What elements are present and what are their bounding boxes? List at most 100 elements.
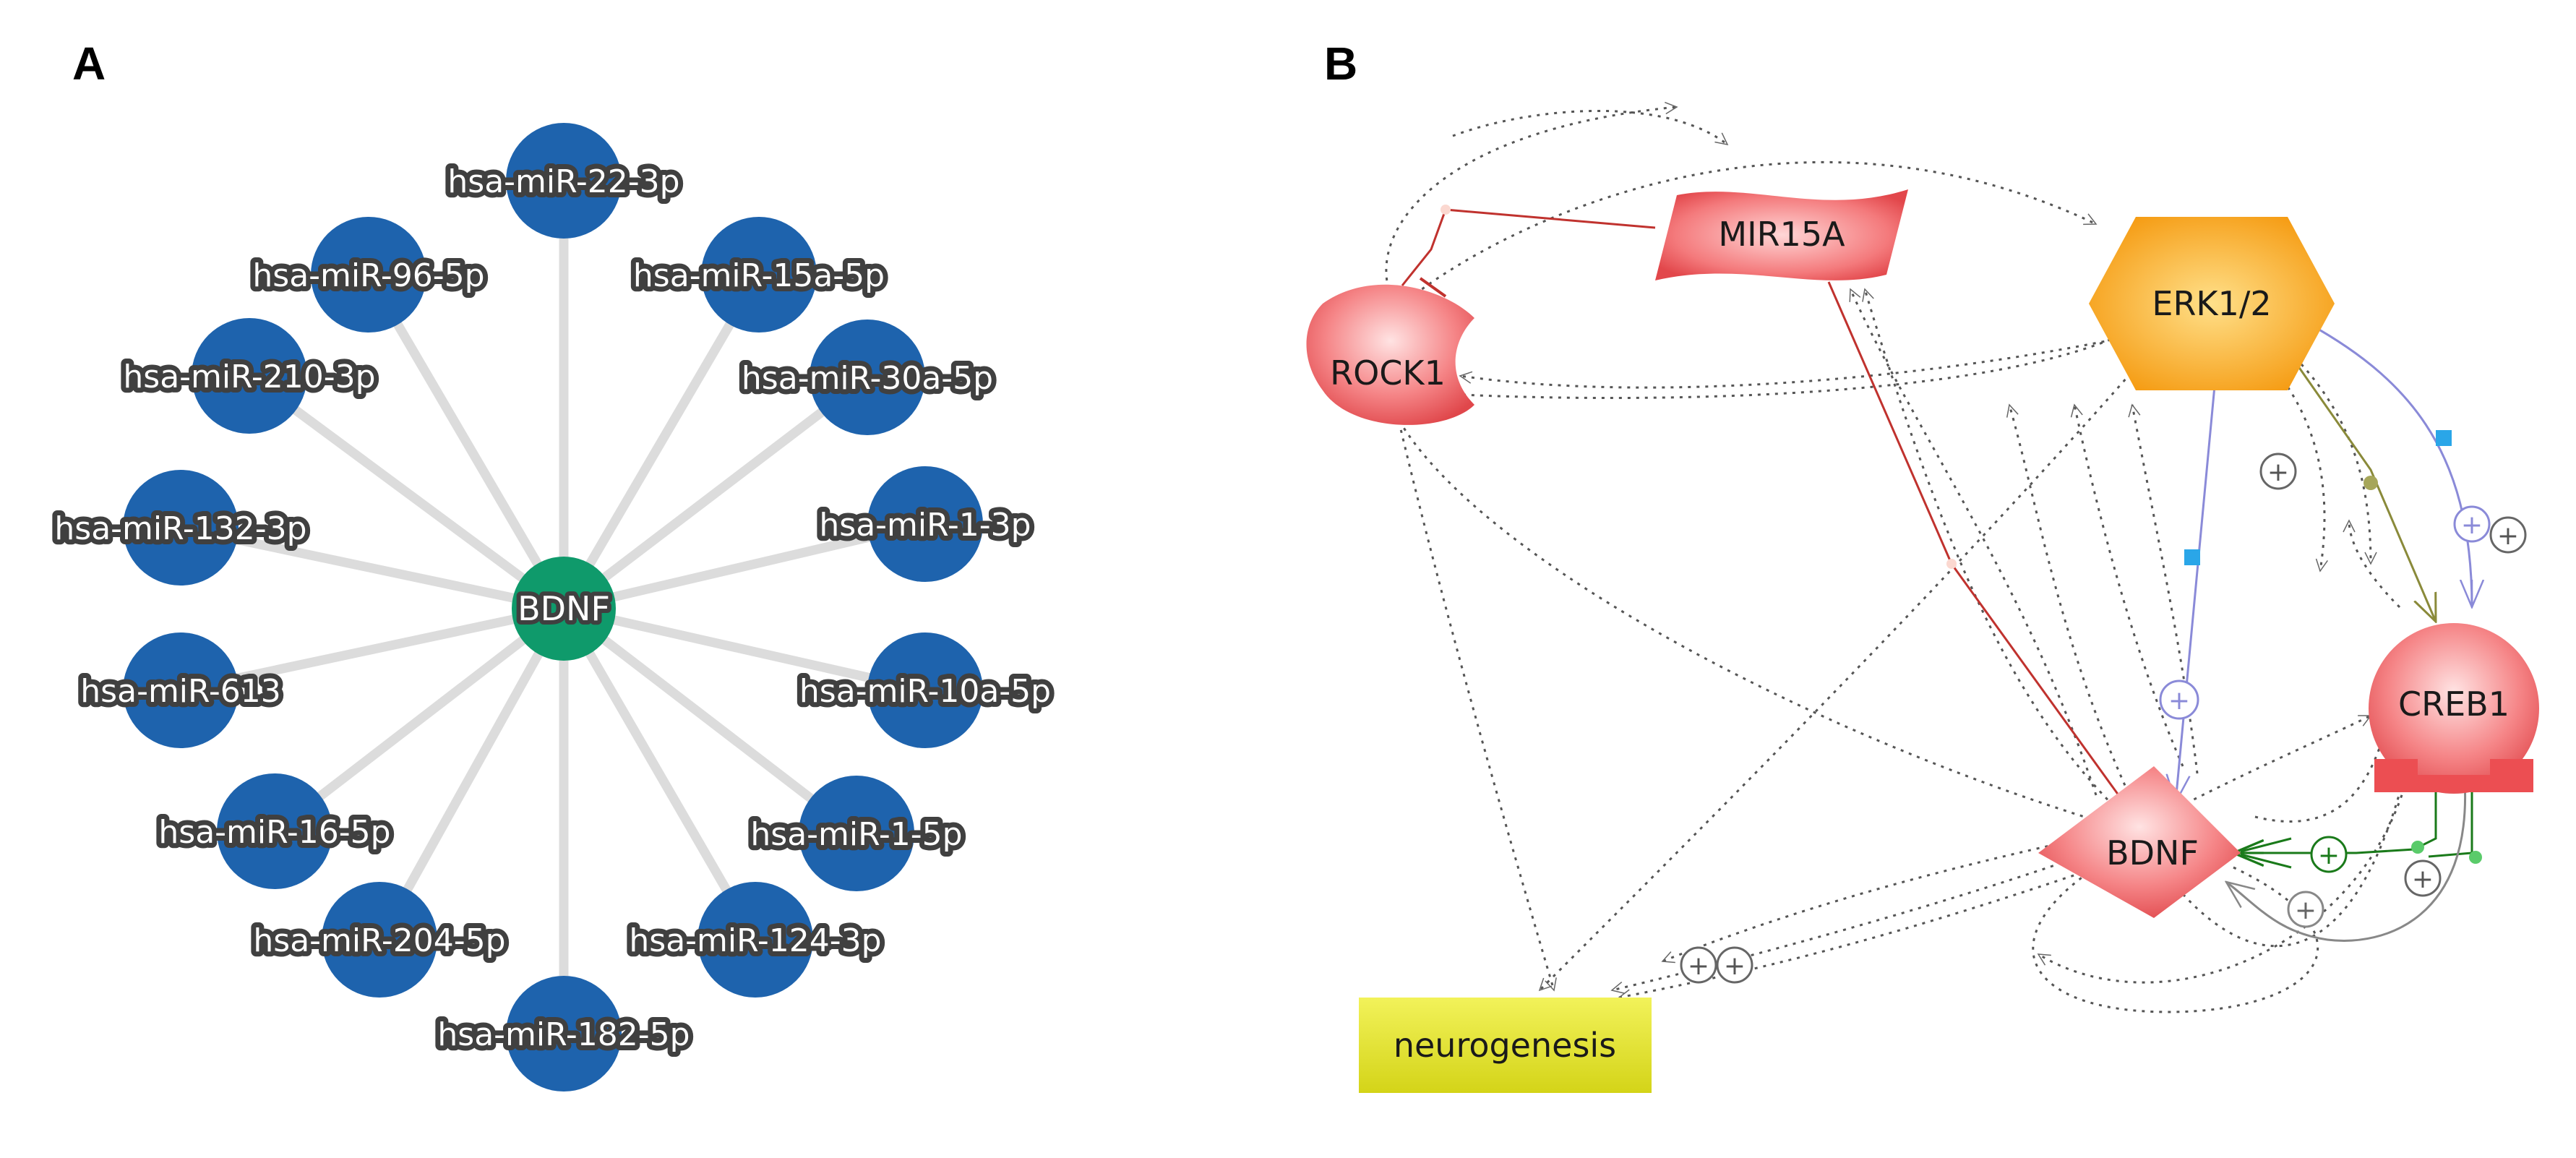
- plus-circle-grey: [1716, 946, 1753, 984]
- edge-dotted: [1849, 288, 2098, 796]
- mirna-label: hsa-miR-124-3p: [629, 922, 881, 959]
- edge-dotted: [2128, 403, 2199, 774]
- mirna-label: hsa-miR-132-3p: [54, 510, 306, 547]
- mirna-edge: [179, 604, 565, 695]
- mirna-node: [192, 318, 307, 434]
- mirna-edge: [375, 606, 568, 943]
- edge-dotted: [1394, 404, 1557, 992]
- plus-circle-grey: [2489, 516, 2527, 554]
- edge-anchor: [2469, 851, 2482, 864]
- edge-dotted: [1661, 837, 2082, 964]
- plus-symbol: +: [1724, 951, 1746, 981]
- mirna-node: [799, 776, 914, 891]
- dotted-edges: [1385, 101, 2416, 1013]
- mirna-edge: [562, 519, 927, 614]
- edge-dotted: [2006, 403, 2141, 818]
- creb1-base-mid: [2418, 775, 2490, 792]
- plus-circle-grey: [2287, 891, 2324, 928]
- mirna-edge: [561, 604, 859, 838]
- edge-marker-square: [2436, 430, 2452, 446]
- mirna-node: [867, 632, 983, 748]
- plus-circle-blue: [2453, 505, 2491, 543]
- neurogenesis-label: neurogenesis: [1394, 1026, 1616, 1065]
- erk-label: ERK1/2: [2152, 284, 2271, 323]
- mirna-label: hsa-miR-10a-5p: [799, 673, 1051, 710]
- mirna-node: [123, 632, 239, 748]
- edge-dotted: [2070, 403, 2184, 767]
- edge-dotted: [1386, 397, 2134, 834]
- mirna-edge: [561, 373, 870, 613]
- inhibit-bar-rock1: [1419, 277, 1447, 298]
- mirna-label: hsa-miR-96-5p: [252, 257, 484, 294]
- rock1-shape: [1306, 284, 1474, 425]
- plus-symbol: +: [2267, 458, 2289, 487]
- mirna-node: [322, 882, 437, 998]
- node-creb1: CREB1: [2369, 623, 2539, 794]
- mirna-labels: hsa-miR-22-3phsa-miR-15a-5phsa-miR-30a-5…: [49, 158, 1056, 1058]
- plus-symbol: +: [2295, 896, 2317, 925]
- mirna-edge: [272, 604, 567, 836]
- neurogenesis-shape: [1359, 998, 1652, 1093]
- node-neurogenesis: neurogenesis: [1359, 998, 1652, 1093]
- mirna-edge: [364, 272, 568, 612]
- bdnf-shape: [2038, 766, 2241, 918]
- edge-dotted: [1862, 288, 2134, 825]
- mirna-node: [311, 217, 426, 333]
- plus-symbol: +: [2497, 521, 2519, 551]
- mirna-node: [217, 773, 332, 889]
- edge-erk-creb1-olive: [2268, 325, 2436, 622]
- mirna-edges: [179, 181, 927, 1034]
- mirna-node: [506, 976, 622, 1091]
- edge-mir15a-inhibits-rock1: [1401, 208, 1656, 286]
- edge-mir15a-inhibits-bdnf: [1827, 281, 2141, 825]
- node-mir15a: MIR15A: [1655, 189, 1908, 280]
- mirna-label: hsa-miR-182-5p: [437, 1016, 690, 1053]
- plus-circle-blue: [2159, 679, 2199, 720]
- mirna-node: [506, 123, 622, 239]
- panel-a-network: BDNF hsa-miR-22-3phsa-miR-15a-5phsa-miR-…: [49, 123, 1056, 1091]
- mirna-label: hsa-miR-15a-5p: [633, 257, 885, 294]
- edge-creb1-bdnf-grey: [2226, 780, 2467, 942]
- mir15a-label: MIR15A: [1718, 215, 1845, 254]
- creb1-shape: [2369, 623, 2539, 794]
- plus-circle-grey: [2404, 859, 2442, 897]
- mirna-node: [701, 217, 817, 333]
- mirna-label: hsa-miR-613: [80, 673, 280, 710]
- edge-dotted: [1538, 346, 2155, 992]
- panel-b-pathway: + + + + + + + + +: [1306, 101, 2539, 1093]
- node-bdnf: BDNF: [2038, 766, 2241, 918]
- mirna-edge: [559, 606, 760, 943]
- panel-a-letter: A: [72, 38, 106, 90]
- edge-erk-bdnf: [2176, 339, 2220, 802]
- mirna-label: hsa-miR-204-5p: [253, 922, 505, 959]
- plus-symbol: +: [2412, 865, 2434, 894]
- mirna-nodes: [123, 123, 983, 1091]
- edge-dotted: [1610, 844, 2111, 994]
- edge-dotted: [2160, 765, 2410, 948]
- mirna-edge: [179, 523, 565, 614]
- edge-dotted: [1394, 160, 2098, 312]
- node-rock1: ROCK1: [1306, 284, 1474, 425]
- mirna-label: hsa-miR-16-5p: [158, 814, 390, 851]
- mir15a-shape: [1655, 189, 1908, 280]
- edge-anchor: [2364, 476, 2378, 490]
- bdnf-hub-label: BDNF: [518, 589, 610, 628]
- bdnf-hub: BDNF: [512, 557, 616, 661]
- plus-circle-grey: [2259, 453, 2297, 490]
- mirna-node: [697, 882, 813, 998]
- edge-marker-square: [2184, 549, 2200, 565]
- edge-dotted: [2131, 714, 2372, 833]
- plus-symbol: +: [1688, 951, 1709, 981]
- creb1-label: CREB1: [2398, 685, 2510, 724]
- edge-dotted: [2343, 519, 2401, 609]
- mirna-label: hsa-miR-30a-5p: [742, 360, 993, 397]
- edge-dotted: [2032, 866, 2319, 1013]
- mirna-node: [867, 466, 983, 582]
- edge-anchor: [1441, 205, 1451, 215]
- rock1-label: ROCK1: [1330, 353, 1446, 393]
- panel-b-letter: B: [1324, 38, 1357, 90]
- erk-shape: [2089, 217, 2335, 390]
- edge-anchor: [2411, 841, 2424, 854]
- mirna-label: hsa-miR-1-5p: [750, 816, 962, 853]
